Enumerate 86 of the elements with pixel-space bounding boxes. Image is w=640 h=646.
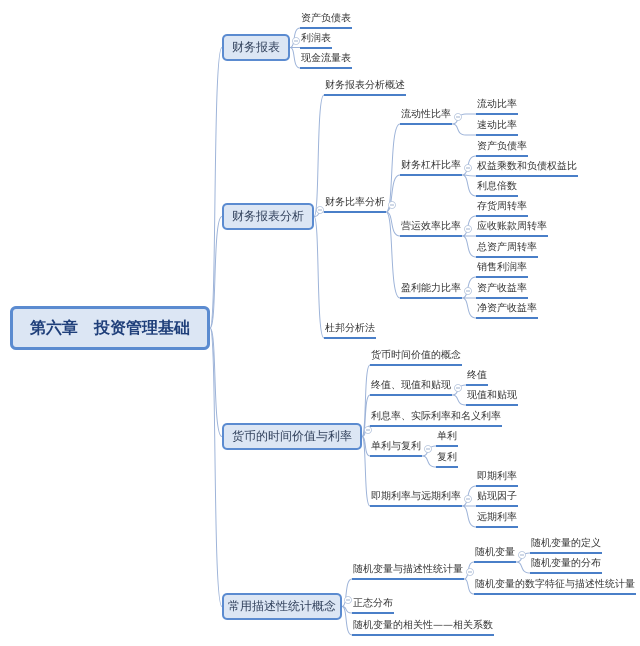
connector-line — [386, 212, 400, 298]
subtopic: 财务比率分析 — [324, 196, 386, 213]
subtopic: 总资产周转率 — [476, 241, 538, 258]
subtopic: 财务报表分析概述 — [324, 79, 406, 96]
connector-line — [342, 606, 352, 636]
subtopic: 随机变量的分布 — [530, 557, 602, 574]
connector-line — [362, 394, 370, 437]
subtopic: 应收账款周转率 — [476, 220, 548, 237]
connector-line — [314, 94, 324, 217]
connector-line — [210, 328, 222, 437]
connector-line — [342, 578, 352, 607]
subtopic: 远期利率 — [476, 511, 518, 528]
connector-line — [422, 446, 436, 456]
subtopic: 货币时间价值的概念 — [370, 349, 462, 366]
subtopic: 利息倍数 — [476, 180, 518, 197]
connector-line — [452, 124, 476, 136]
connector-line — [210, 328, 222, 607]
connector-line — [290, 47, 300, 68]
subtopic: 利息率、实际利率和名义利率 — [370, 410, 502, 427]
connector-line — [362, 436, 370, 456]
connector-line — [464, 562, 474, 580]
connector-line — [314, 216, 324, 338]
subtopic: 资产收益率 — [476, 282, 528, 299]
connector-line — [464, 578, 474, 594]
connector-line — [452, 114, 476, 124]
subtopic: 单利与复利 — [370, 440, 422, 457]
subtopic: 现值和贴现 — [466, 389, 518, 406]
connector-line — [314, 212, 324, 217]
subtopic: 销售利润率 — [476, 261, 528, 278]
subtopic: 贴现因子 — [476, 490, 518, 507]
main-topic: 常用描述性统计概念 — [222, 593, 342, 620]
connector-line — [516, 552, 530, 562]
subtopic: 随机变量的定义 — [530, 537, 602, 554]
connector-line — [462, 486, 476, 506]
connector-line — [290, 47, 300, 48]
subtopic: 随机变量的相关性——相关系数 — [352, 619, 494, 636]
subtopic: 营运效率比率 — [400, 220, 462, 237]
connector-line — [362, 426, 370, 437]
connector-line — [462, 236, 476, 258]
subtopic: 利润表 — [300, 32, 332, 49]
connector-line — [516, 562, 530, 574]
subtopic: 随机变量 — [474, 546, 516, 563]
subtopic: 复利 — [436, 451, 458, 468]
subtopic: 即期利率与远期利率 — [370, 490, 462, 507]
connector-line — [462, 506, 476, 528]
connector-line — [362, 436, 370, 506]
connector-line — [210, 216, 222, 328]
subtopic: 资产负债率 — [476, 140, 528, 157]
connector-line — [342, 606, 352, 614]
subtopic: 终值、现值和贴现 — [370, 379, 452, 396]
subtopic: 流动性比率 — [400, 108, 452, 125]
subtopic: 正态分布 — [352, 597, 394, 614]
subtopic: 净资产收益率 — [476, 302, 538, 319]
connector-line — [386, 212, 400, 236]
connector-line — [386, 174, 400, 212]
connector-line — [422, 456, 436, 468]
subtopic: 速动比率 — [476, 119, 518, 136]
subtopic: 杜邦分析法 — [324, 322, 376, 339]
subtopic: 资产负债表 — [300, 12, 352, 29]
subtopic: 流动比率 — [476, 98, 518, 115]
subtopic: 存货周转率 — [476, 200, 528, 217]
connector-line — [362, 364, 370, 437]
main-topic: 财务报表分析 — [222, 203, 314, 230]
connector-line — [462, 156, 476, 176]
connector-line — [452, 394, 466, 406]
subtopic: 随机变量的数字特征与描述性统计量 — [474, 578, 636, 595]
connector-line — [462, 216, 476, 236]
subtopic: 终值 — [466, 369, 488, 386]
main-topic: 货币的时间价值与利率 — [222, 423, 362, 450]
connector-line — [462, 298, 476, 318]
connector-line — [462, 174, 476, 176]
subtopic: 即期利率 — [476, 470, 518, 487]
subtopic: 现金流量表 — [300, 52, 352, 69]
subtopic: 权益乘数和负债权益比 — [476, 160, 578, 177]
subtopic: 随机变量与描述性统计量 — [352, 563, 464, 580]
central-topic: 第六章 投资管理基础 — [10, 306, 210, 350]
connector-line — [210, 47, 222, 328]
subtopic: 盈利能力比率 — [400, 282, 462, 299]
connector-line — [462, 174, 476, 196]
main-topic: 财务报表 — [222, 34, 290, 61]
subtopic: 财务杠杆比率 — [400, 159, 462, 176]
connector-line — [290, 28, 300, 48]
connector-line — [462, 276, 476, 298]
connector-line — [386, 124, 400, 212]
subtopic: 单利 — [436, 430, 458, 447]
connector-line — [452, 384, 466, 396]
